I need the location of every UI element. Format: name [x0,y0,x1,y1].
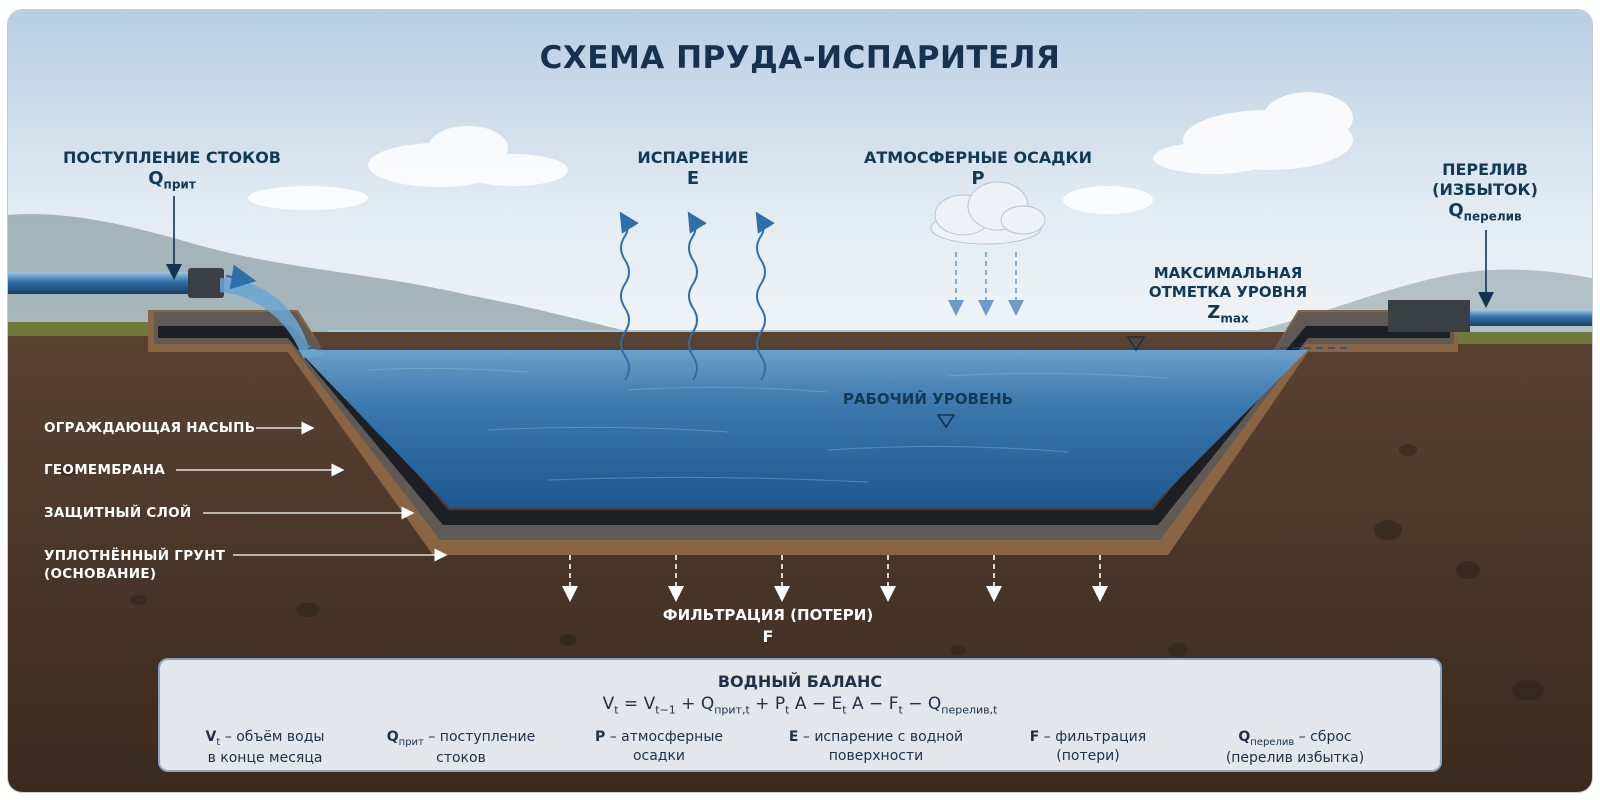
overflow-symbol: Qперелив [1448,200,1522,224]
precipitation-symbol: P [971,168,985,189]
grass-left [8,322,168,336]
inflow-stream [220,278,326,358]
legend-filtration: F – фильтрация(потери) [1029,729,1147,764]
working-level-marker [936,414,956,429]
layer-label-embankment: ОГРАЖДАЮЩАЯ НАСЫПЬ [44,420,256,436]
water-ripples [367,367,1169,483]
inflow-label-text: ПОСТУПЛЕНИЕ СТОКОВ [62,148,281,167]
rain-cloud [930,181,1046,245]
precipitation-label-text: АТМОСФЕРНЫЕ ОСАДКИ [864,148,1092,167]
max-level-symbol: Zmax [1207,301,1249,326]
overflow-structure [1388,300,1470,332]
water-balance-formula: Vt = Vt−1 + Qприт,t + Pt A − Et A − Ft −… [602,694,998,717]
max-level-marker [1126,336,1146,352]
evaporation-label: ИСПАРЕНИЕ E [608,148,778,191]
layer-label-base-line2: (ОСНОВАНИЕ) [44,566,157,583]
inflow-symbol: Qприт [148,168,196,192]
filtration-symbol: F [762,627,774,646]
overflow-label-line1: ПЕРЕЛИВ [1442,160,1528,179]
sky-clouds [248,92,1353,214]
legend-overflow: Qперелив – сброс(перелив избытка) [1225,729,1365,767]
inflow-label: ПОСТУПЛЕНИЕ СТОКОВ Qприт [52,148,292,193]
diagram-frame: СХЕМА ПРУДА-ИСПАРИТЕЛЯ ПОСТУПЛЕНИЕ СТОКО… [8,10,1592,792]
overflow-label-line2: (ИЗБЫТОК) [1432,180,1538,199]
working-level-label: РАБОЧИЙ УРОВЕНЬ [842,390,1014,408]
grass-right [1458,332,1592,344]
filtration-label: ФИЛЬТРАЦИЯ (ПОТЕРИ) F [638,605,898,648]
rain-arrows [948,252,1024,316]
max-level-line1: МАКСИМАЛЬНАЯ [1153,264,1303,282]
filtration-label-text: ФИЛЬТРАЦИЯ (ПОТЕРИ) [662,606,874,624]
max-level-label: МАКСИМАЛЬНАЯ ОТМЕТКА УРОВНЯ Zmax [1138,264,1318,326]
precipitation-label: АТМОСФЕРНЫЕ ОСАДКИ P [848,148,1108,191]
evaporation-label-text: ИСПАРЕНИЕ [637,148,749,167]
overflow-pipe [1448,310,1592,326]
pond-water [298,350,1308,508]
layer-label-base: УПЛОТНЁННЫЙ ГРУНТ (ОСНОВАНИЕ) [44,547,225,583]
water-balance-panel: ВОДНЫЙ БАЛАНС Vt = Vt−1 + Qприт,t + Pt A… [158,658,1442,772]
inflow-stream-arrow [225,264,257,290]
layer-leaders [176,421,448,562]
layer-label-protective: ЗАЩИТНЫЙ СЛОЙ [44,505,192,521]
evaporation-arrows [619,211,775,381]
layer-label-geomembrane: ГЕОМЕМБРАНА [44,462,166,478]
diagram-title: СХЕМА ПРУДА-ИСПАРИТЕЛЯ [539,40,1061,76]
inflow-pipe [8,272,213,294]
filtration-arrows [562,555,1108,602]
soil-stones [58,444,1544,700]
water-balance-title: ВОДНЫЙ БАЛАНС [717,672,883,691]
layer-label-base-line1: УПЛОТНЁННЫЙ ГРУНТ [44,548,226,564]
evaporation-symbol: E [686,168,700,189]
max-level-line2: ОТМЕТКА УРОВНЯ [1148,282,1308,301]
hills-left [8,214,668,340]
overflow-label: ПЕРЕЛИВ (ИЗБЫТОК) Qперелив [1410,160,1560,225]
inflow-pipe-flange [188,268,224,298]
